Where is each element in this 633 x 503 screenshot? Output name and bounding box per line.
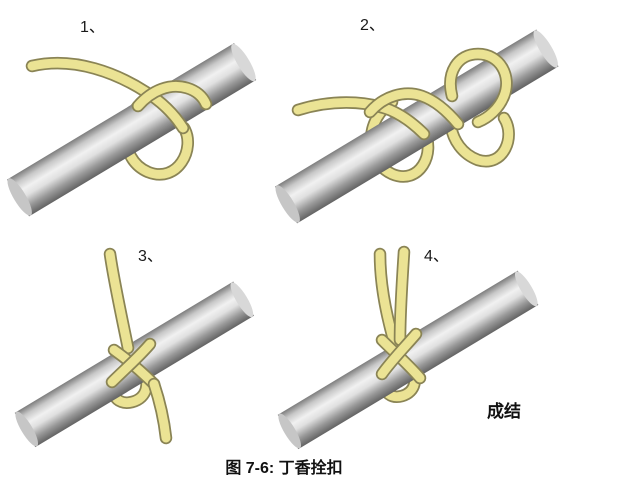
rope-step1-standing-fill <box>27 58 188 133</box>
step-4-panel: 4、 成结 <box>277 245 539 450</box>
rope-step2-cross-strand-fill <box>365 89 463 129</box>
rope-step1-working-end-fill <box>133 81 211 111</box>
step-label-1: 1、 <box>80 19 105 36</box>
step-label-4: 4、 <box>424 248 449 265</box>
rope-step4-cross-b-fill <box>377 329 421 379</box>
rope-step4-end2-fill <box>395 247 409 345</box>
step-2-panel: 2、 <box>274 17 559 224</box>
rope-step4-end1-fill <box>375 249 399 347</box>
rope-step3-upper-end-fill <box>105 249 133 353</box>
rope-step2-standing-fill <box>293 98 429 139</box>
rope-step3-cross-b-fill <box>107 339 155 387</box>
rope-step3-lower-end-fill <box>149 379 171 443</box>
rope-step2-back-loop1-fill <box>366 97 433 181</box>
step-1-panel: 1、 <box>6 19 257 217</box>
step-3-panel: 3、 <box>14 247 254 448</box>
figure-caption: 图 7-6: 丁香拴扣 <box>225 458 342 477</box>
knot-complete-label: 成结 <box>487 401 521 421</box>
step-label-2: 2、 <box>360 17 385 34</box>
step-label-3: 3、 <box>138 248 163 265</box>
rope-step2-upper-loop-fill <box>446 49 511 127</box>
